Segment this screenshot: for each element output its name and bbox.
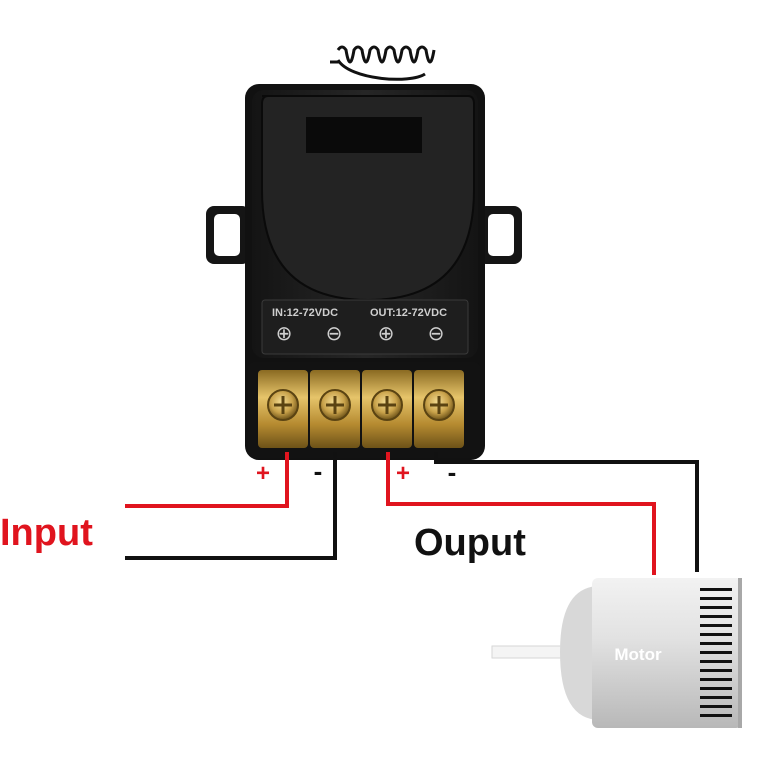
- motor-cooling-fins: [700, 588, 732, 717]
- motor-shaft: [491, 645, 569, 659]
- terminal-screw: [310, 370, 360, 448]
- output-label: Ouput: [414, 522, 526, 564]
- output-negative-wire: [434, 452, 699, 572]
- motor-label: Motor: [614, 645, 662, 664]
- input-positive-wire: [125, 452, 289, 508]
- output-minus-mark: -: [448, 457, 457, 487]
- relay-module: IN:12-72VDC OUT:12-72VDC ⊕ ⊖ ⊕ ⊖: [245, 84, 485, 460]
- relay-in-label: IN:12-72VDC: [272, 307, 338, 319]
- panel-terminal-symbol: ⊖: [428, 323, 445, 345]
- panel-terminal-symbol: ⊕: [378, 323, 395, 345]
- relay-label-window: [306, 117, 422, 153]
- relay-mount-ear-right: [478, 206, 522, 264]
- motor: Motor: [491, 578, 742, 728]
- terminal-screw: [362, 370, 412, 448]
- output-plus-mark: +: [396, 460, 410, 487]
- input-plus-mark: +: [256, 460, 270, 487]
- output-positive-wire: [386, 452, 656, 575]
- relay-spec-panel: [261, 299, 469, 355]
- panel-terminal-symbol: ⊕: [276, 323, 293, 345]
- input-minus-mark: -: [314, 456, 323, 486]
- input-negative-wire: [125, 452, 337, 560]
- terminal-block: [258, 370, 464, 448]
- terminal-screw: [258, 370, 308, 448]
- panel-terminal-symbols: ⊕ ⊖ ⊕ ⊖: [276, 323, 445, 345]
- panel-terminal-symbol: ⊖: [326, 323, 343, 345]
- relay-mount-ear-left: [206, 206, 250, 264]
- input-label: Input: [0, 512, 93, 554]
- relay-out-label: OUT:12-72VDC: [370, 307, 447, 319]
- antenna-spring: [330, 45, 436, 81]
- terminal-screw: [414, 370, 464, 448]
